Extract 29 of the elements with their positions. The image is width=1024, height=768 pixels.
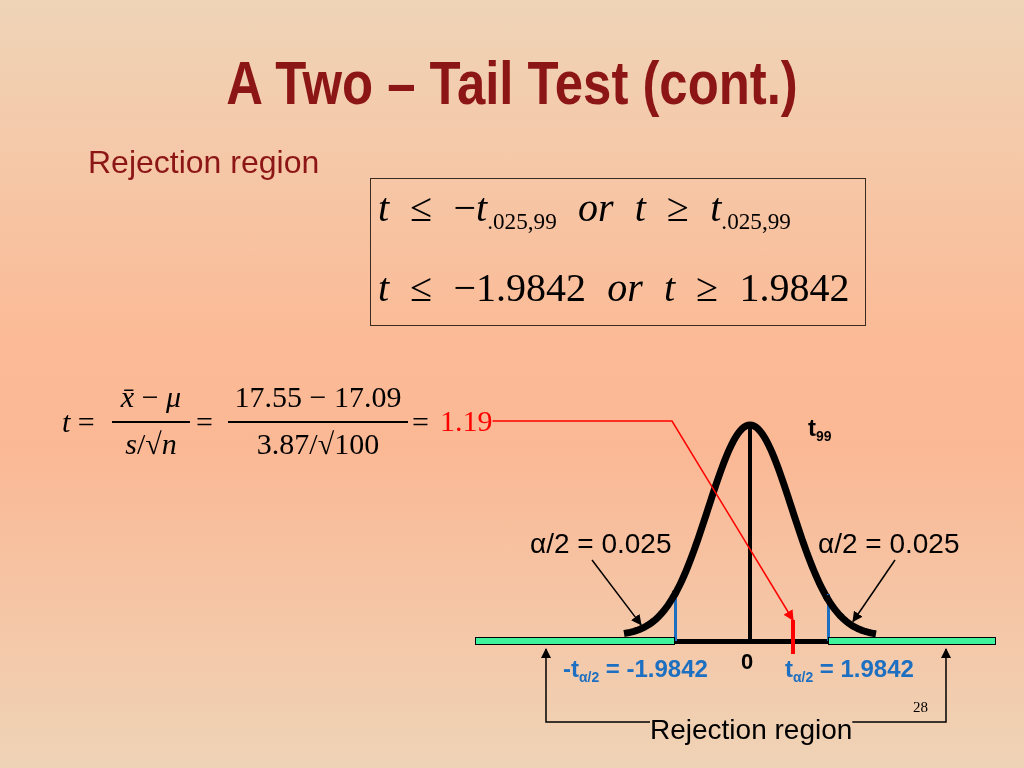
bracket-arrow: [851, 647, 952, 723]
denominator-text: 3.87/√100: [256, 427, 380, 461]
formula-box: [370, 178, 866, 326]
bracket-arrow: [540, 647, 651, 723]
equals-sign: =: [412, 405, 429, 439]
distribution-label: t$_{99}$: [808, 414, 832, 442]
test-statistic-tick: [791, 620, 795, 654]
region-heading: Rejection region: [88, 143, 320, 181]
result-value: 1.19: [440, 404, 493, 438]
tail-area-label: α/2 = 0.025: [818, 528, 960, 560]
equals-sign: =: [196, 405, 213, 439]
slide-title: A Two – Tail Test (cont.): [226, 48, 798, 118]
curve-tail: [624, 588, 676, 638]
leader-line: [491, 420, 794, 621]
arrow: [591, 559, 642, 626]
critical-value-label: t$_{α/2}$ = 1.9842: [785, 655, 914, 683]
formula-text: t =: [62, 405, 95, 439]
critical-value-label: -t$_{α/2}$ = -1.9842: [563, 655, 708, 683]
region-label: Rejection region: [650, 714, 853, 746]
numerator-text: 17.55 − 17.09: [234, 380, 402, 414]
page-number: 28: [913, 699, 928, 716]
inequality-text: t ≤ −1.9842 or t ≥ 1.9842: [378, 265, 850, 311]
numerator-text: x̄ − μ: [120, 380, 182, 414]
tail-area-label: α/2 = 0.025: [530, 528, 672, 560]
axis-label: 0: [741, 649, 754, 674]
rejection-region-bar: [828, 637, 996, 645]
denominator-text: s/√n: [125, 427, 177, 461]
rejection-region-bar: [475, 637, 675, 645]
inequality-text: t ≤ −t$_{.025,99}$ or t ≥ t$_{.025,99}$: [378, 185, 791, 231]
